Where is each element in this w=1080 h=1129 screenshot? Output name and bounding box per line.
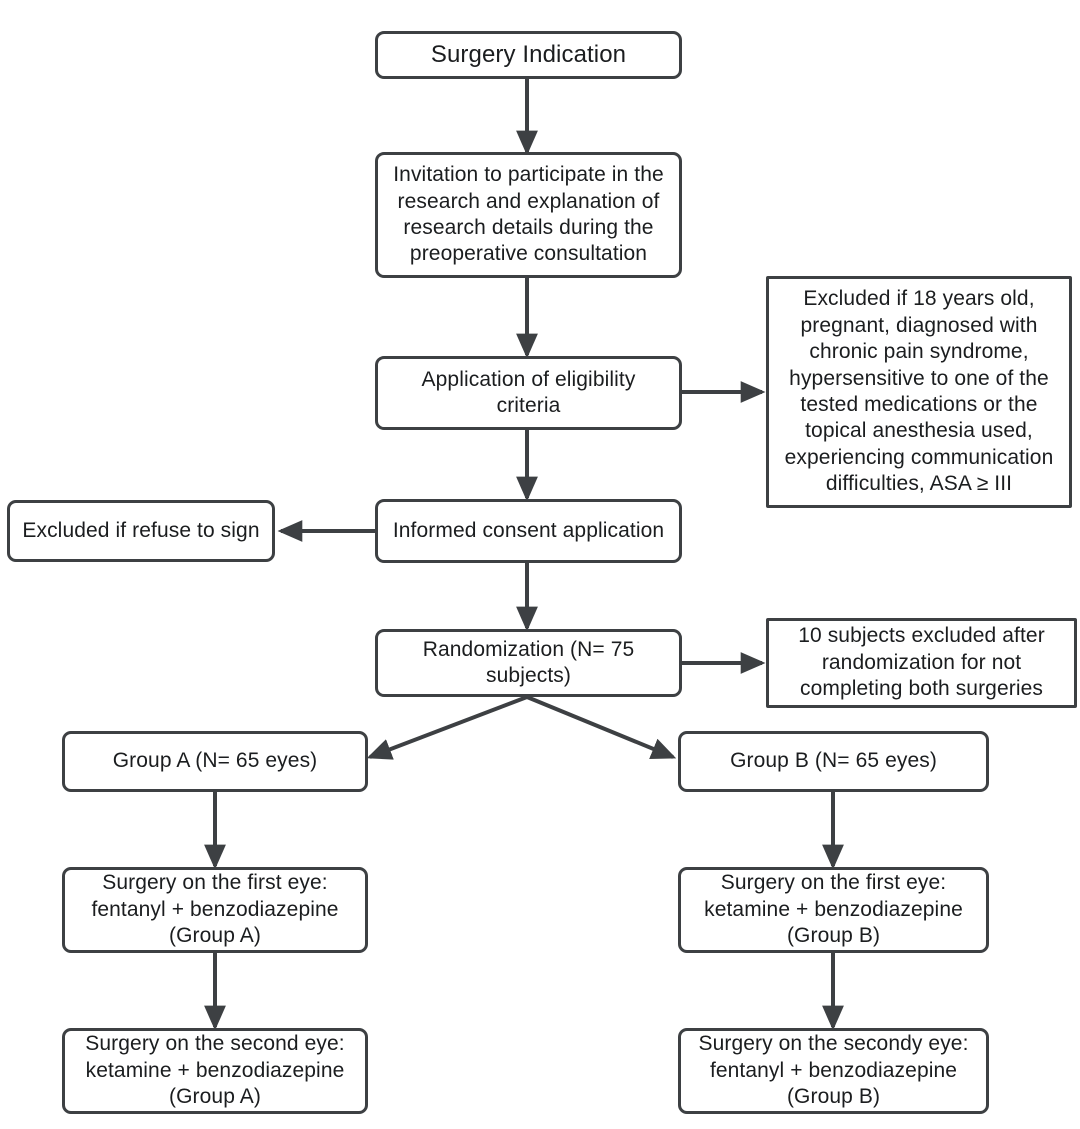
node-surgery-indication[interactable]: Surgery Indication	[375, 31, 682, 79]
node-label: Surgery Indication	[430, 40, 627, 68]
node-label: Surgery on the first eye: ketamine + ben…	[704, 871, 963, 948]
node-label: Group A (N= 65 eyes)	[112, 749, 318, 773]
node-group-a-first-eye[interactable]: Surgery on the first eye: fentanyl + ben…	[62, 867, 368, 953]
edge-randomization-to-group-a	[366, 695, 528, 760]
node-group-b[interactable]: Group B (N= 65 eyes)	[678, 731, 989, 792]
node-label: Surgery on the second eye: ketamine + be…	[85, 1032, 345, 1109]
node-label: Group B (N= 65 eyes)	[730, 749, 937, 773]
node-group-a-second-eye[interactable]: Surgery on the second eye: ketamine + be…	[62, 1028, 368, 1114]
node-label: Informed consent application	[392, 518, 665, 542]
node-label: Application of eligibility criteria	[421, 367, 636, 417]
node-invitation[interactable]: Invitation to participate in the researc…	[375, 152, 682, 278]
node-label: Excluded if refuse to sign	[22, 518, 260, 542]
node-label: Excluded if 18 years old, pregnant, diag…	[784, 287, 1054, 496]
node-eligibility-criteria[interactable]: Application of eligibility criteria	[375, 356, 682, 430]
node-group-b-first-eye[interactable]: Surgery on the first eye: ketamine + ben…	[678, 867, 989, 953]
edge-randomization-to-group-b	[526, 695, 677, 759]
node-label: Surgery on the first eye: fentanyl + ben…	[91, 871, 339, 948]
node-exclusion-criteria[interactable]: Excluded if 18 years old, pregnant, diag…	[766, 276, 1072, 508]
node-excluded-after-randomization[interactable]: 10 subjects excluded after randomization…	[766, 618, 1077, 708]
node-randomization[interactable]: Randomization (N= 75 subjects)	[375, 629, 682, 697]
node-label: Randomization (N= 75 subjects)	[422, 637, 635, 687]
node-label: Surgery on the secondy eye: fentanyl + b…	[698, 1032, 969, 1109]
node-group-a[interactable]: Group A (N= 65 eyes)	[62, 731, 368, 792]
node-excluded-refuse-sign[interactable]: Excluded if refuse to sign	[7, 500, 275, 562]
node-label: Invitation to participate in the researc…	[393, 163, 664, 266]
node-informed-consent[interactable]: Informed consent application	[375, 499, 682, 563]
node-label: 10 subjects excluded after randomization…	[798, 624, 1045, 701]
node-group-b-second-eye[interactable]: Surgery on the secondy eye: fentanyl + b…	[678, 1028, 989, 1114]
